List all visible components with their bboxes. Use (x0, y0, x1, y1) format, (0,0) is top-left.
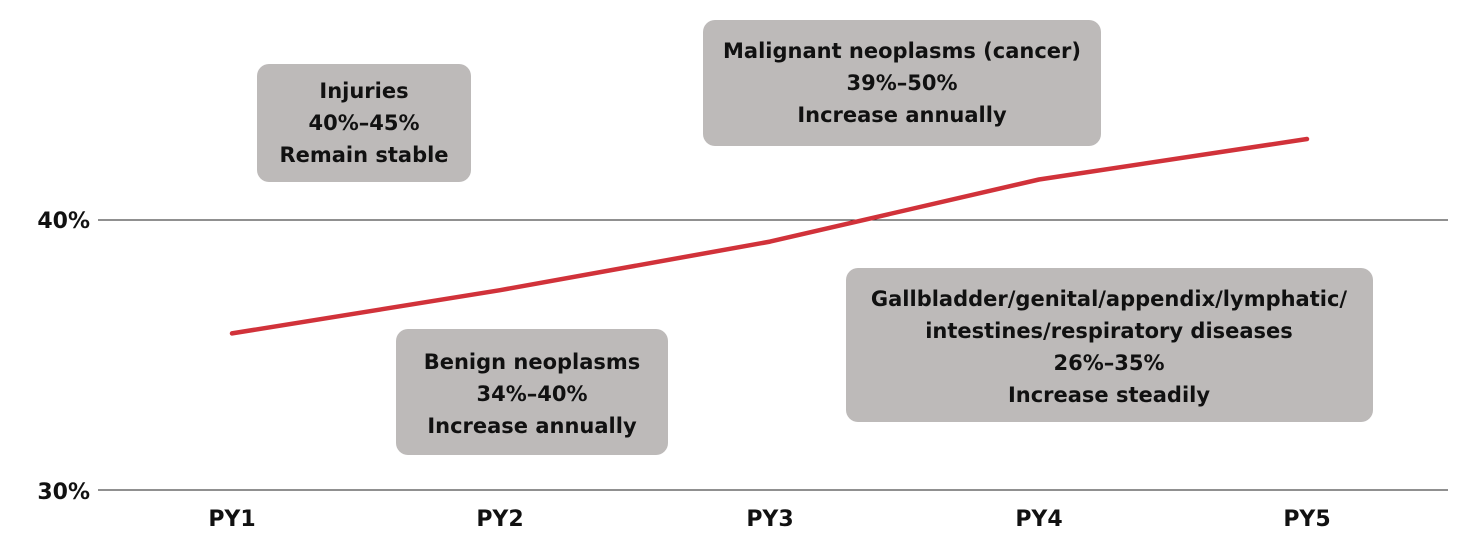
annotation-text-benign-2: 34%–40% (476, 382, 587, 406)
x-tick-label-py5: PY5 (1283, 507, 1330, 532)
annotation-text-gallbladder-3: 26%–35% (1053, 351, 1164, 375)
annotation-text-injuries-1: Injuries (319, 79, 408, 103)
x-tick-label-py2: PY2 (476, 507, 523, 532)
annotation-gallbladder-diseases: Gallbladder/genital/appendix/lymphatic/ … (846, 268, 1373, 422)
annotation-injuries: Injuries 40%–45% Remain stable (257, 64, 471, 182)
x-tick-label-py3: PY3 (746, 507, 793, 532)
series-line (229, 136, 1310, 336)
annotation-text-malignant-3: Increase annually (797, 103, 1007, 127)
annotation-text-gallbladder-1: Gallbladder/genital/appendix/lymphatic/ (871, 287, 1348, 311)
annotation-text-injuries-2: 40%–45% (308, 111, 419, 135)
y-tick-label-40: 40% (37, 209, 90, 234)
annotation-box-injuries (257, 64, 471, 182)
annotation-text-benign-3: Increase annually (427, 414, 637, 438)
annotation-text-gallbladder-4: Increase steadily (1008, 383, 1210, 407)
annotation-text-injuries-3: Remain stable (279, 143, 448, 167)
annotation-malignant-neoplasms: Malignant neoplasms (cancer) 39%–50% Inc… (703, 20, 1101, 146)
x-tick-label-py1: PY1 (208, 507, 255, 532)
annotation-text-benign-1: Benign neoplasms (424, 350, 641, 374)
annotation-text-malignant-1: Malignant neoplasms (cancer) (723, 39, 1081, 63)
annotation-text-malignant-2: 39%–50% (846, 71, 957, 95)
annotation-box-benign-neoplasms (396, 329, 668, 455)
y-tick-label-30: 30% (37, 480, 90, 505)
annotation-box-malignant-neoplasms (703, 20, 1101, 146)
x-tick-label-py4: PY4 (1015, 507, 1062, 532)
annotation-benign-neoplasms: Benign neoplasms 34%–40% Increase annual… (396, 329, 668, 455)
annotation-box-gallbladder-diseases (846, 268, 1373, 422)
annotation-text-gallbladder-2: intestines/respiratory diseases (925, 319, 1293, 343)
